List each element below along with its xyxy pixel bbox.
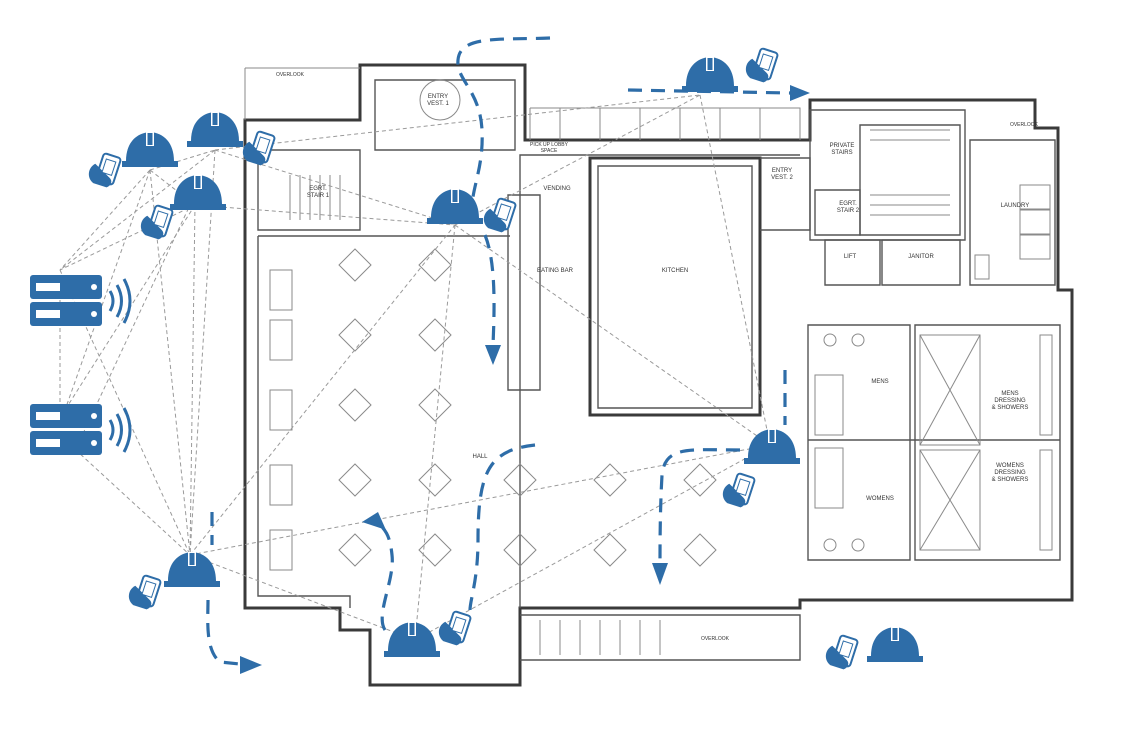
hardhat-icon (682, 57, 738, 92)
table-diamond (338, 463, 372, 497)
label-hall: HALL (472, 454, 488, 460)
label-overlook-bottom: OVERLOOK (701, 636, 730, 642)
table-rect (269, 269, 293, 311)
label-eating-bar: EATING BAR (537, 268, 574, 274)
table-diamond (338, 318, 372, 352)
worker-6 (719, 429, 800, 510)
table-diamond (418, 533, 452, 567)
wireless-gateway-2 (28, 402, 132, 457)
smartphone-icon (125, 573, 163, 612)
wireless-server-icon (28, 273, 132, 328)
label-womens: WOMENS (866, 496, 894, 502)
label-janitor: JANITOR (908, 254, 934, 260)
table-diamond (593, 463, 627, 497)
hardhat-icon (384, 622, 440, 657)
table-rect (269, 464, 293, 506)
table-diamond (338, 388, 372, 422)
worker-7 (125, 552, 220, 612)
wireless-gateway-1 (28, 273, 132, 328)
label-overlook-top: OVERLOOK (276, 72, 305, 78)
table-diamond (593, 533, 627, 567)
hardhat-icon (122, 132, 178, 167)
table-diamond (683, 463, 717, 497)
table-diamond (683, 533, 717, 567)
table-diamond (503, 533, 537, 567)
table-diamond (503, 463, 537, 497)
hardhat-icon (744, 429, 800, 464)
smartphone-icon (435, 609, 473, 648)
smartphone-icon (822, 633, 860, 672)
table-rect (269, 529, 293, 571)
label-lift: LIFT (844, 254, 857, 260)
building-walls (243, 63, 1074, 687)
smartphone-icon (480, 196, 518, 235)
label-overlook-right: OVERLOOK (1010, 122, 1039, 128)
hardhat-icon (170, 175, 226, 210)
label-vending: VENDING (543, 186, 571, 192)
label-kitchen: KITCHEN (662, 268, 688, 274)
worker-9 (822, 627, 923, 672)
hardhat-icon (164, 552, 220, 587)
worker-1 (85, 132, 178, 190)
worker-5 (682, 46, 780, 92)
hardhat-icon (187, 112, 243, 147)
label-egrt-stair-1: EGRT.STAIR 1 (307, 186, 330, 199)
table-rect (269, 319, 293, 361)
table-diamond (418, 318, 452, 352)
hardhat-icon (867, 627, 923, 662)
smartphone-icon (742, 46, 780, 85)
table-diamond (418, 463, 452, 497)
wireless-server-icon (28, 402, 132, 457)
table-diamond (418, 388, 452, 422)
table-diamond (418, 248, 452, 282)
table-diamond (338, 248, 372, 282)
worker-8 (384, 609, 473, 657)
smartphone-icon (85, 151, 123, 190)
dining-tables (269, 248, 717, 571)
smartphone-icon (719, 471, 757, 510)
mesh-network-links (59, 94, 771, 641)
table-diamond (338, 533, 372, 567)
table-rect (269, 389, 293, 431)
smartphone-icon (137, 203, 175, 242)
label-mens: MENS (871, 379, 888, 385)
label-egrt-stair-2: EGRT.STAIR 2 (837, 201, 860, 214)
label-laundry: LAUNDRY (1001, 203, 1030, 209)
